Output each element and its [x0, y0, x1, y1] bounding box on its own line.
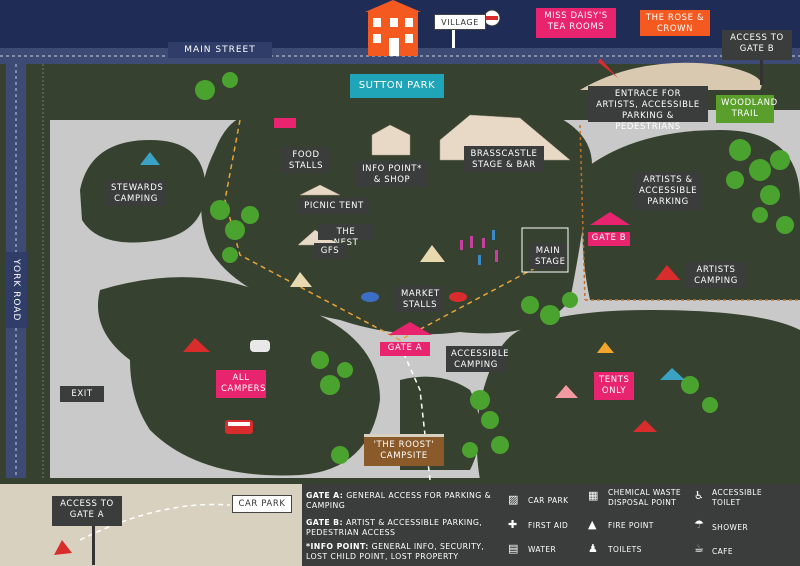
york-road-label: YORK ROAD — [5, 252, 27, 328]
legend-shower: SHOWER — [712, 523, 749, 532]
crowd — [460, 230, 498, 265]
hill — [580, 62, 762, 90]
woodland-trail-label: WOODLAND TRAIL — [716, 95, 777, 123]
legend-gate-b: GATE B: ARTIST & ACCESSIBLE PARKING, PED… — [306, 518, 483, 537]
first-aid-icon: ✚ — [508, 518, 518, 531]
info-point-label: INFO POINT* & SHOP — [356, 161, 428, 187]
legend-panel — [302, 484, 800, 566]
car-park-route — [79, 503, 231, 541]
water-tap-icon: ▤ — [508, 542, 519, 555]
car-icon: ▨ — [508, 493, 519, 506]
red-arrow — [598, 58, 618, 78]
main-stage-label: MAIN STAGE — [530, 243, 566, 269]
tents — [140, 152, 685, 432]
sutton-park-label: SUTTON PARK — [350, 74, 444, 98]
legend-toilets: TOILETS — [608, 545, 642, 554]
market-umbrellas — [361, 292, 467, 302]
gate-b-label: GATE B — [588, 232, 630, 246]
rose-crown-sign: THE ROSE & CROWN — [640, 10, 710, 36]
stewards-camping-label: STEWARDS CAMPING — [106, 180, 166, 206]
all-campers-label: ALL CAMPERS — [216, 370, 266, 398]
legend-info-point: *INFO POINT: GENERAL INFO, SECURITY, LOS… — [306, 542, 485, 561]
gate-b-post — [760, 35, 763, 85]
gazebos — [274, 118, 630, 335]
shower-icon: ☂ — [694, 518, 704, 531]
toilets-icon: ♟ — [588, 542, 598, 555]
legend-car-park: CAR PARK — [528, 496, 569, 505]
food-stalls-label: FOOD STALLS — [282, 147, 330, 173]
legend-first-aid: FIRST AID — [528, 521, 569, 530]
fire-extinguisher-icon: ▲ — [588, 518, 597, 531]
village-post — [452, 26, 455, 48]
gate-a-post — [92, 525, 95, 565]
red-arrow-2 — [54, 540, 72, 555]
car-park-sign: CAR PARK — [232, 495, 292, 513]
footpath-1 — [224, 119, 551, 341]
legend-accessible-toilet: ACCESSIBLE TOILET — [712, 488, 763, 507]
village-sign: VILLAGE — [434, 14, 486, 30]
house-icon — [365, 0, 421, 56]
main-street-label: MAIN STREET — [168, 42, 272, 58]
legend-gate-a: GATE A: GENERAL ACCESS FOR PARKING & CAM… — [306, 491, 492, 510]
hedge — [0, 478, 800, 488]
legend-cafe: CAFE — [712, 547, 734, 556]
exit-sign: EXIT — [60, 386, 104, 402]
accessible-camping-label: ACCESSIBLE CAMPING — [446, 346, 509, 372]
picnic-tent-label: PICNIC TENT — [298, 198, 370, 214]
brasscastle-label: BRASSCASTLE STAGE & BAR — [464, 146, 544, 172]
main-stage-frame — [521, 227, 569, 273]
gate-a-label: GATE A — [380, 342, 430, 356]
access-gate-b-sign: ACCESS TO GATE B — [722, 30, 792, 60]
artists-camping-label: ARTISTS CAMPING — [686, 262, 746, 288]
wheelchair-icon: ♿ — [694, 489, 704, 502]
market-stalls-label: MARKET STALLS — [396, 286, 444, 312]
the-roost-label: 'THE ROOST' CAMPSITE — [364, 434, 444, 466]
bin-icon: ▦ — [588, 489, 599, 502]
trees — [195, 72, 794, 464]
legend-fire-point: FIRE POINT — [608, 521, 654, 530]
entrance-label: ENTRACE FOR ARTISTS, ACCESSIBLE PARKING … — [588, 86, 708, 132]
legend-water: WATER — [528, 545, 557, 554]
access-gate-a-sign: ACCESS TO GATE A — [52, 496, 122, 526]
camping-field-right — [476, 310, 800, 480]
cafe-icon: ☕ — [694, 542, 704, 555]
tents-only-label: TENTS ONLY — [594, 372, 634, 400]
legend-chemical-waste: CHEMICAL WASTE DISPOSAL POINT — [608, 488, 682, 507]
artists-parking-label: ARTISTS & ACCESSIBLE PARKING — [634, 172, 702, 210]
caravan-icon — [250, 340, 270, 352]
the-nest-label: THE NEST — [318, 224, 374, 248]
artist-fence — [579, 124, 586, 301]
gfs-label: GFS — [314, 243, 346, 259]
miss-daisys-sign: MISS DAISY'S TEA ROOMS — [536, 8, 616, 38]
